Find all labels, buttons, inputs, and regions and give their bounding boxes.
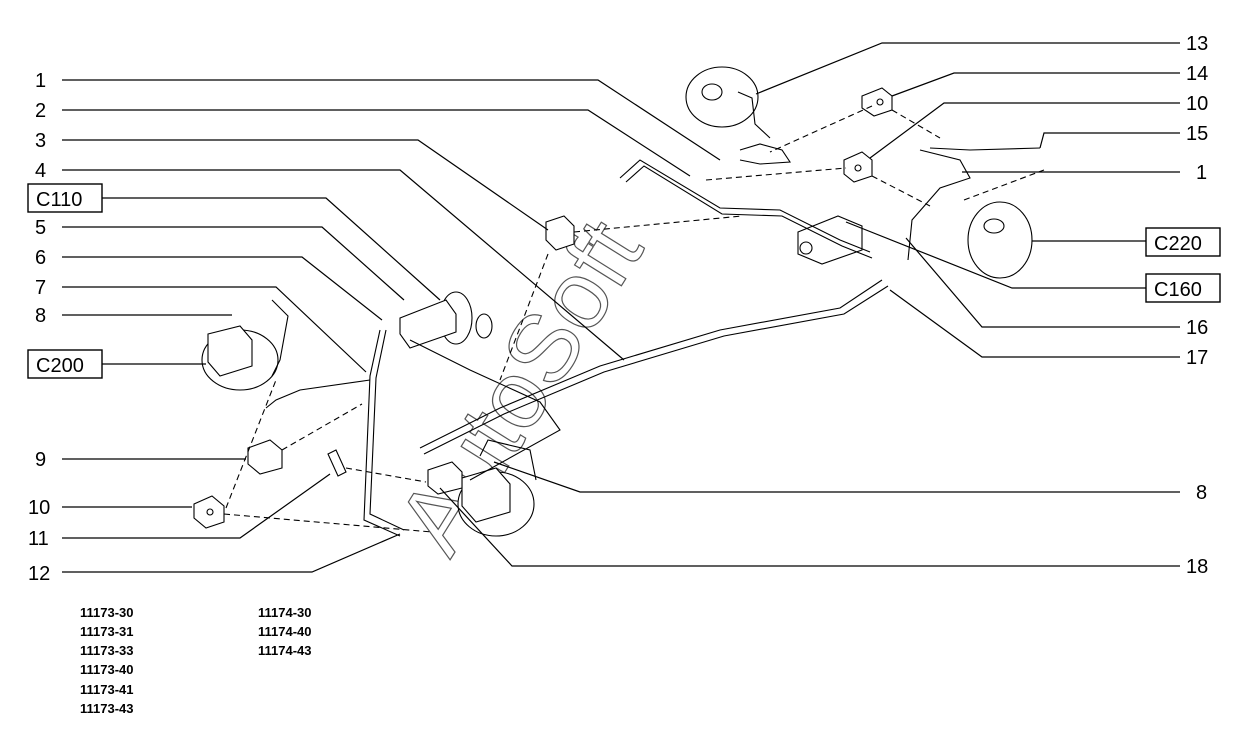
model-code: 11174-43 (258, 643, 312, 658)
model-codes-left: 11173-30 11173-31 11173-33 11173-40 1117… (80, 605, 134, 716)
callout-c220-box (1145, 227, 1221, 257)
clip-10-top (843, 151, 873, 183)
callout-c220: C220 (1154, 233, 1202, 255)
callout-14: 14 (1186, 63, 1208, 85)
callout-8-right: 8 (1196, 482, 1207, 504)
rear-drum-right (967, 201, 1033, 279)
model-code: 11174-30 (258, 605, 312, 620)
callout-c110: C110 (36, 189, 82, 211)
front-left-caliper (201, 299, 289, 391)
callout-10-left: 10 (28, 497, 50, 519)
model-code: 11173-41 (80, 682, 134, 697)
front-right-caliper (457, 467, 535, 537)
model-code: 11173-40 (80, 662, 134, 677)
bolt-11 (327, 449, 347, 477)
rear-drum-top (685, 66, 771, 139)
model-codes-right: 11174-30 11174-40 11174-43 (258, 605, 312, 658)
callouts-right: 13 14 10 15 1 C220 C160 16 17 8 18 (439, 33, 1221, 578)
callout-3: 3 (35, 130, 46, 152)
callout-16: 16 (1186, 317, 1208, 339)
clip-10-bottom (193, 495, 225, 529)
callout-1-right: 1 (1196, 162, 1207, 184)
callout-c160: C160 (1154, 279, 1202, 301)
model-code: 11173-43 (80, 701, 134, 716)
callout-12: 12 (28, 563, 50, 585)
master-cylinder (399, 291, 493, 349)
callout-17: 17 (1186, 347, 1208, 369)
callouts-left: 1 2 3 4 C110 5 6 7 8 C200 9 10 11 12 (27, 70, 721, 585)
bracket-3 (545, 215, 575, 251)
callout-13: 13 (1186, 33, 1208, 55)
callout-7: 7 (35, 277, 46, 299)
model-code: 11173-31 (80, 624, 134, 639)
callout-c200-box (27, 349, 103, 379)
callout-9: 9 (35, 449, 46, 471)
callout-c160-box (1145, 273, 1221, 303)
model-code: 11174-40 (258, 624, 312, 639)
bracket-9 (247, 439, 283, 475)
callout-5: 5 (35, 217, 46, 239)
callout-1-left: 1 (35, 70, 46, 92)
callout-8-left: 8 (35, 305, 46, 327)
callout-18: 18 (1186, 556, 1208, 578)
callout-4: 4 (35, 160, 46, 182)
model-code: 11173-33 (80, 643, 134, 658)
callout-10-right: 10 (1186, 93, 1208, 115)
model-code: 11173-30 (80, 605, 134, 620)
parts-drawing (193, 66, 1045, 537)
callout-11: 11 (28, 528, 49, 550)
callout-2: 2 (35, 100, 46, 122)
callout-c110-box (27, 183, 103, 213)
callout-15: 15 (1186, 123, 1208, 145)
tee-connector (427, 461, 463, 495)
clip-14 (861, 87, 893, 117)
callout-6: 6 (35, 247, 46, 269)
callout-c200: C200 (36, 355, 84, 377)
